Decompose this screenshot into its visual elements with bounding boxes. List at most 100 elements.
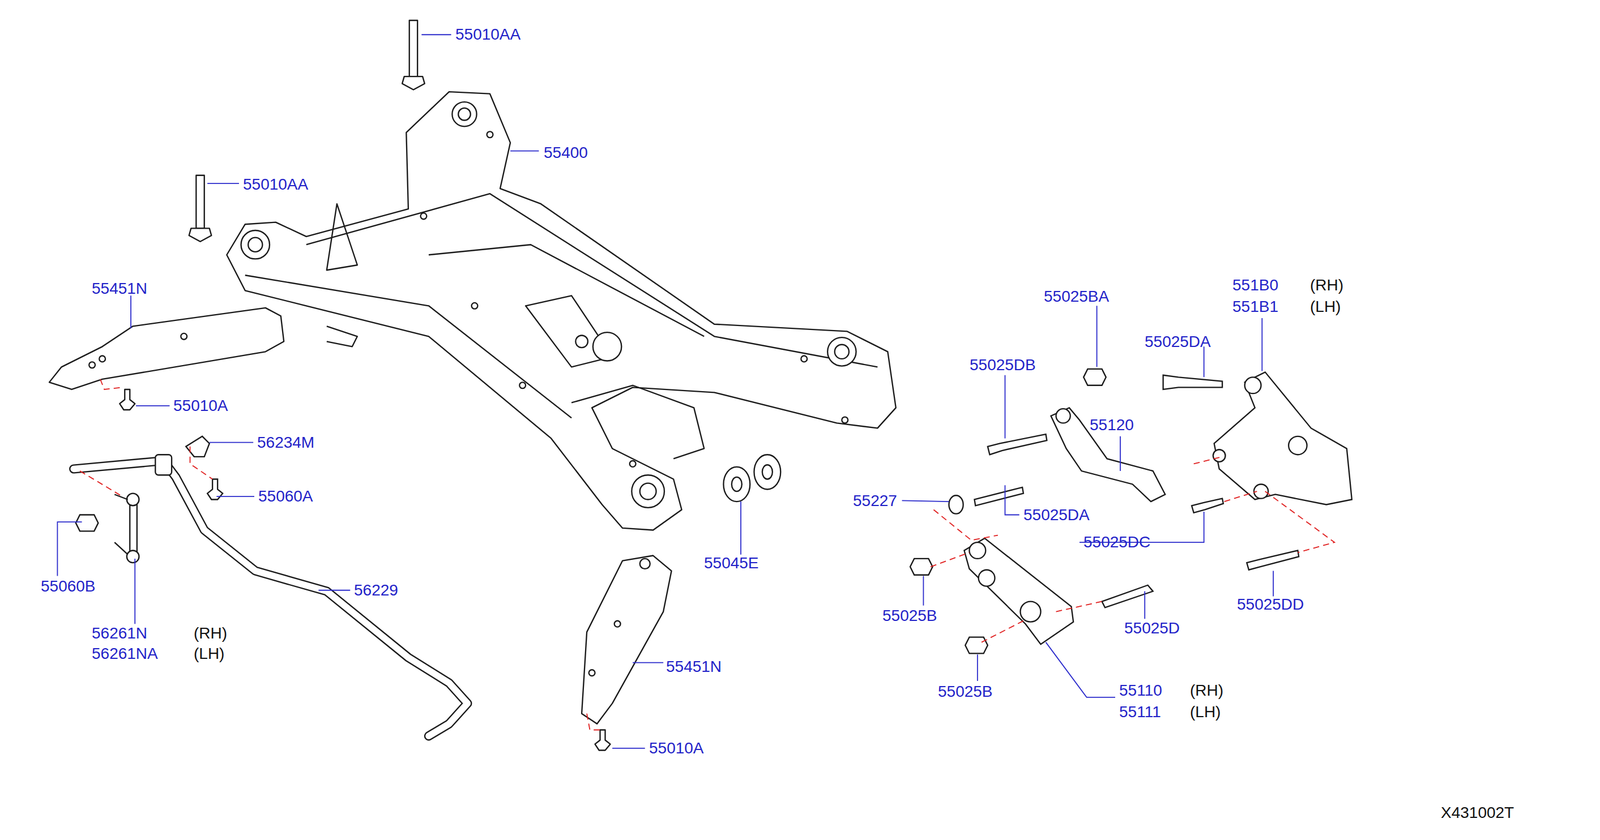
bolt-head: [402, 76, 425, 90]
bolt: [119, 389, 135, 411]
side-note: (RH): [1189, 683, 1224, 699]
callout-number: 55060B: [40, 578, 96, 595]
hole: [841, 417, 848, 424]
callout-number: 55025B: [937, 684, 993, 701]
hole: [640, 559, 651, 570]
callout-number: 55010AA: [455, 26, 521, 43]
bolt: [1163, 375, 1223, 390]
callout-number: 55010AA: [242, 176, 309, 193]
callout-number: 55025BA: [1043, 288, 1109, 305]
hole: [487, 131, 494, 138]
hole: [88, 361, 96, 369]
bushing: [1213, 449, 1226, 463]
washer: [723, 467, 750, 502]
callout-number: 55025D: [1124, 620, 1180, 637]
callout-number: 55110: [1119, 683, 1163, 699]
callout-number: 55451N: [91, 280, 148, 297]
bracket: [49, 308, 284, 390]
callout-number: 55025B: [882, 608, 938, 625]
callout-number: 56261NA: [91, 646, 159, 663]
callout-number: 55025DD: [1236, 596, 1304, 613]
callout-number: 56234M: [257, 434, 315, 451]
link-ball: [126, 493, 140, 507]
bushing: [640, 483, 657, 501]
side-note: (RH): [1310, 277, 1344, 294]
hole: [519, 382, 526, 389]
callout-number: 55025DB: [969, 357, 1036, 374]
bar-bushing: [155, 454, 172, 476]
hole: [629, 461, 637, 468]
hole: [575, 335, 588, 349]
callout-number: 55400: [543, 144, 588, 161]
callout-number: 55025DA: [1023, 507, 1090, 524]
bushing: [248, 237, 263, 253]
diagram-code: X431002T: [1440, 805, 1514, 822]
callout-number: 56229: [353, 582, 399, 599]
bolt: [1246, 551, 1299, 571]
side-note: (LH): [193, 646, 225, 663]
stabilizer-bar: [73, 461, 468, 737]
hole: [592, 332, 622, 361]
hole: [471, 303, 479, 310]
callout-number: 55060A: [258, 488, 314, 505]
axle-housing: [1214, 372, 1352, 505]
callout-number: 551B0: [1232, 277, 1279, 294]
nut: [1083, 369, 1107, 386]
bushing: [451, 101, 477, 127]
link-ball: [126, 551, 140, 564]
bolt: [1191, 498, 1224, 514]
subframe-detail: [245, 193, 878, 459]
callout-number: 55120: [1089, 417, 1134, 434]
link-stud: [114, 494, 128, 500]
bushing: [834, 344, 849, 360]
hole: [420, 212, 428, 220]
lower-arm: [963, 538, 1074, 645]
nut: [910, 559, 933, 576]
side-note: (LH): [1310, 299, 1341, 315]
stabilizer-link: [129, 497, 138, 557]
callout-number: 55010A: [649, 740, 704, 757]
bolt: [987, 434, 1047, 455]
washer: [731, 477, 742, 492]
bushing: [1056, 408, 1071, 424]
side-note: (LH): [1189, 704, 1221, 721]
assembly-line: [79, 379, 1335, 731]
hole: [99, 356, 106, 363]
bushing: [631, 475, 665, 509]
callout-number: 56261N: [91, 625, 148, 642]
bushing: [458, 108, 471, 121]
hole: [180, 333, 187, 340]
callout-number: 551B1: [1232, 299, 1279, 315]
subframe: [226, 91, 896, 531]
nut: [75, 514, 99, 532]
bracket: [581, 556, 672, 725]
washer: [948, 495, 963, 514]
hole: [589, 670, 596, 677]
bushing: [1288, 436, 1307, 455]
bolt-head: [189, 228, 212, 242]
washer: [753, 454, 781, 490]
washer: [762, 464, 773, 480]
side-note: (RH): [193, 625, 228, 642]
callout-number: 55045E: [704, 555, 759, 572]
stabilizer-bar: [73, 461, 468, 737]
callout-number: 55227: [852, 493, 898, 510]
callout-number: 55025DA: [1144, 334, 1211, 351]
callout-number: 55111: [1119, 704, 1162, 721]
upper-arm: [1051, 407, 1166, 502]
bushing: [1244, 377, 1262, 394]
bushing: [969, 542, 986, 560]
bolt: [974, 487, 1023, 506]
link-stud: [114, 542, 128, 556]
callout-number: 55010A: [173, 398, 229, 415]
bolt: [595, 730, 611, 751]
bushing: [827, 337, 856, 366]
hole: [614, 621, 621, 628]
bushing: [1020, 602, 1041, 623]
bushing: [978, 570, 996, 587]
callout-number: 55451N: [666, 659, 722, 676]
callout-number: 55025DC: [1083, 534, 1151, 551]
nut: [965, 637, 988, 655]
bolt: [409, 20, 418, 77]
